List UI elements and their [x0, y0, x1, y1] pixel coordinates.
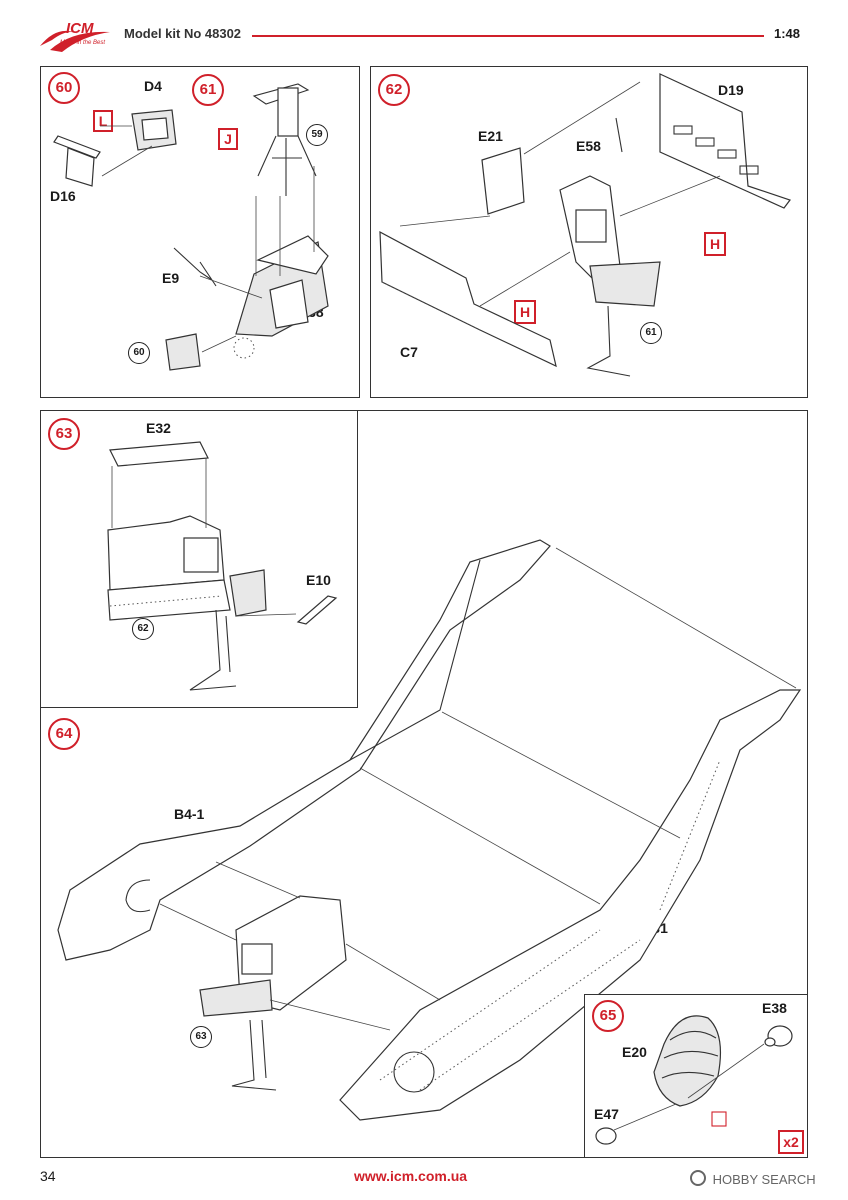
- logo-tagline: Made in the Best: [60, 40, 106, 46]
- step-61-panel: [183, 66, 360, 398]
- label-c7: C7: [400, 344, 418, 360]
- icm-logo: [40, 30, 110, 52]
- ref-box-h-2: H: [514, 300, 536, 324]
- ref-box-h-1: H: [704, 232, 726, 256]
- step-62-badge: 62: [378, 74, 410, 106]
- step-65-badge: 65: [592, 1000, 624, 1032]
- label-d4: D4: [144, 78, 162, 94]
- step-60-drawing: [53, 109, 177, 187]
- label-e38: E38: [762, 1000, 787, 1016]
- step-64-panel: [40, 410, 808, 1158]
- step-60-badge: 60: [48, 72, 80, 104]
- step-61-badge: 61: [192, 74, 224, 106]
- hobby-search-watermark: HOBBY SEARCH: [690, 1170, 816, 1187]
- logo-text: ICM: [66, 20, 94, 37]
- step-63-drawing: [107, 441, 338, 691]
- page-number: 34: [40, 1168, 56, 1184]
- ref-circle-59: 59: [306, 124, 328, 146]
- header-rule: [252, 35, 764, 37]
- label-d16: D16: [50, 188, 76, 204]
- step-62-drawing: [379, 73, 791, 377]
- label-e9: E9: [162, 270, 180, 286]
- ref-circle-63: 63: [190, 1026, 212, 1048]
- label-e10: E10: [306, 572, 331, 588]
- label-e21: E21: [478, 128, 503, 144]
- label-e47: E47: [594, 1106, 619, 1122]
- ref-circle-62: 62: [132, 618, 154, 640]
- page-title: Model kit No 48302: [124, 26, 242, 41]
- step-61-drawing: [165, 83, 329, 371]
- step-60-61-outer: [40, 211, 184, 398]
- label-e32: E32: [146, 420, 171, 436]
- step-64-badge: 64: [48, 718, 80, 750]
- ref-box-j: J: [218, 128, 238, 150]
- step-63-badge: 63: [48, 418, 80, 450]
- step-65-drawing: [595, 1015, 793, 1145]
- label-e58: E58: [576, 138, 601, 154]
- ref-circle-60: 60: [128, 342, 150, 364]
- label-b4-1: B4-1: [174, 806, 205, 822]
- watermark-text: HOBBY SEARCH: [712, 1172, 816, 1187]
- label-d19: D19: [718, 82, 744, 98]
- ref-circle-61: 61: [640, 322, 662, 344]
- watermark-icon: [690, 1170, 706, 1186]
- quantity-x2-badge: x2: [778, 1130, 804, 1154]
- label-e20: E20: [622, 1044, 647, 1060]
- footer-url[interactable]: www.icm.com.ua: [354, 1168, 468, 1184]
- ref-box-l: L: [93, 110, 113, 132]
- scale-label: 1:48: [774, 26, 801, 41]
